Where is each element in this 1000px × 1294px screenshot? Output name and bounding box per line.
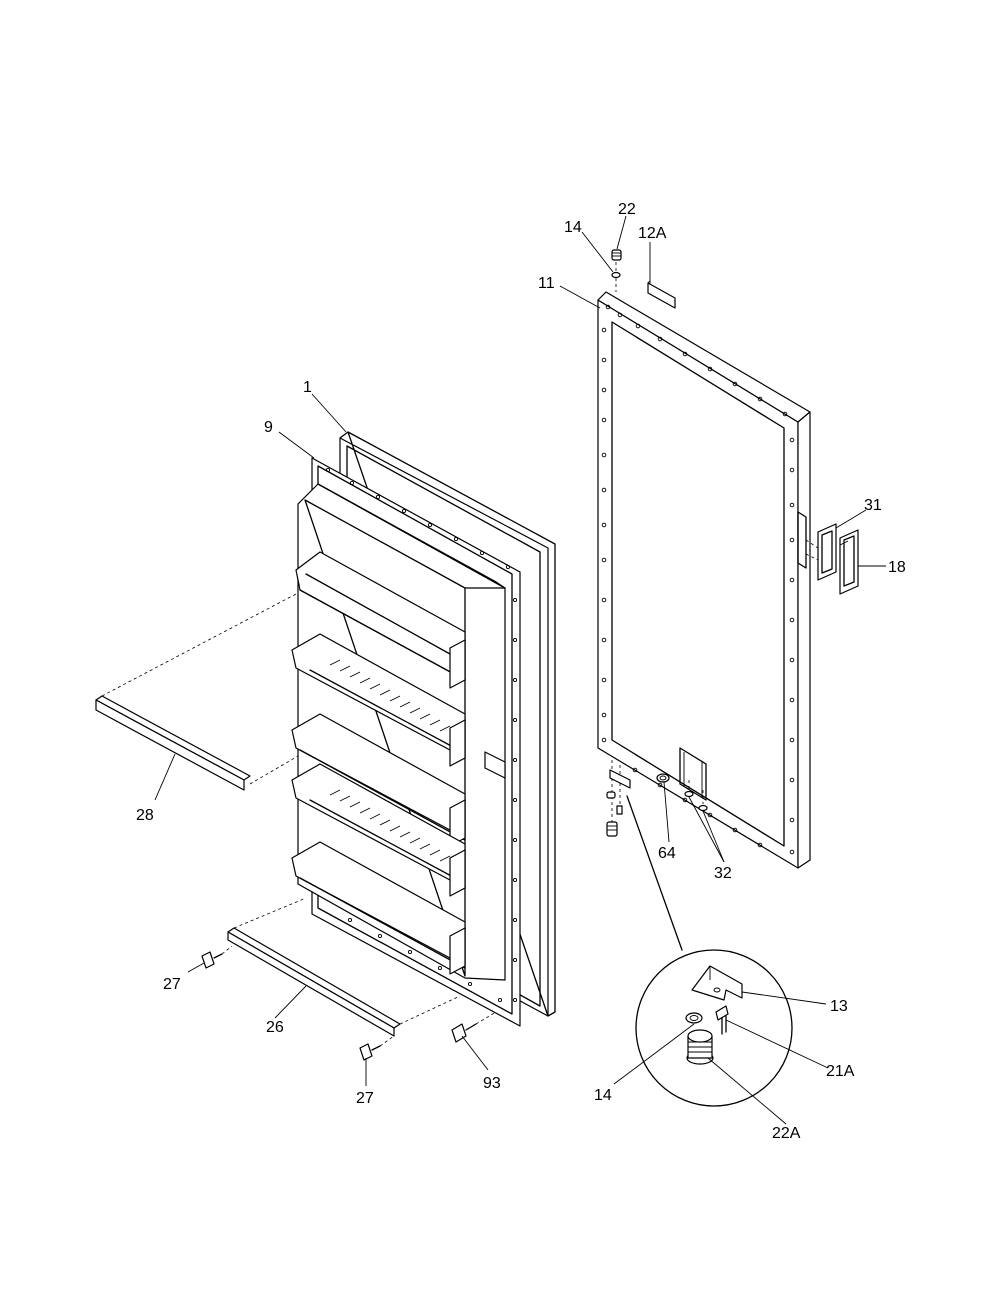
label-part-12a: 12A: [638, 225, 667, 242]
bottom-rail-26: [227, 897, 461, 1037]
door-shelves: [291, 551, 466, 975]
label-part-18: 18: [888, 559, 906, 576]
label-part-22a: 22A: [772, 1125, 801, 1142]
label-part-64: 64: [658, 845, 676, 862]
label-part-9: 9: [264, 419, 273, 436]
part-labels: 1 9 11 12A 22 14 31 18 64 32 28 27 26 27…: [136, 201, 906, 1142]
label-part-27-bottom: 27: [356, 1090, 374, 1107]
door-handle-18: [839, 529, 859, 595]
label-part-13: 13: [830, 998, 848, 1015]
label-part-93: 93: [483, 1075, 501, 1092]
label-part-22-top: 22: [618, 201, 636, 218]
top-hinge-hardware: [611, 249, 622, 292]
leader-lines: [154, 215, 886, 1125]
label-plate-12a: [647, 280, 676, 309]
handle-gasket-31: [817, 523, 837, 581]
label-part-14-detail: 14: [594, 1087, 612, 1104]
outer-door-panel: [597, 291, 811, 869]
label-part-1: 1: [303, 379, 312, 396]
label-part-14-top: 14: [564, 219, 582, 236]
label-part-31: 31: [864, 497, 882, 514]
screw-27-left: [201, 945, 233, 969]
label-part-28: 28: [136, 807, 154, 824]
bottom-hinge-hardware: [606, 760, 631, 837]
label-part-11: 11: [538, 275, 555, 292]
label-part-27-left: 27: [163, 976, 181, 993]
label-part-32: 32: [714, 865, 732, 882]
label-part-21a: 21A: [826, 1063, 855, 1080]
label-part-26: 26: [266, 1019, 284, 1036]
screw-27-bottom: [359, 1035, 395, 1061]
detail-callout: [626, 795, 793, 1107]
screw-93: [451, 1011, 497, 1043]
shelf-rail-28: [95, 593, 299, 791]
washer-parts: [656, 773, 708, 812]
